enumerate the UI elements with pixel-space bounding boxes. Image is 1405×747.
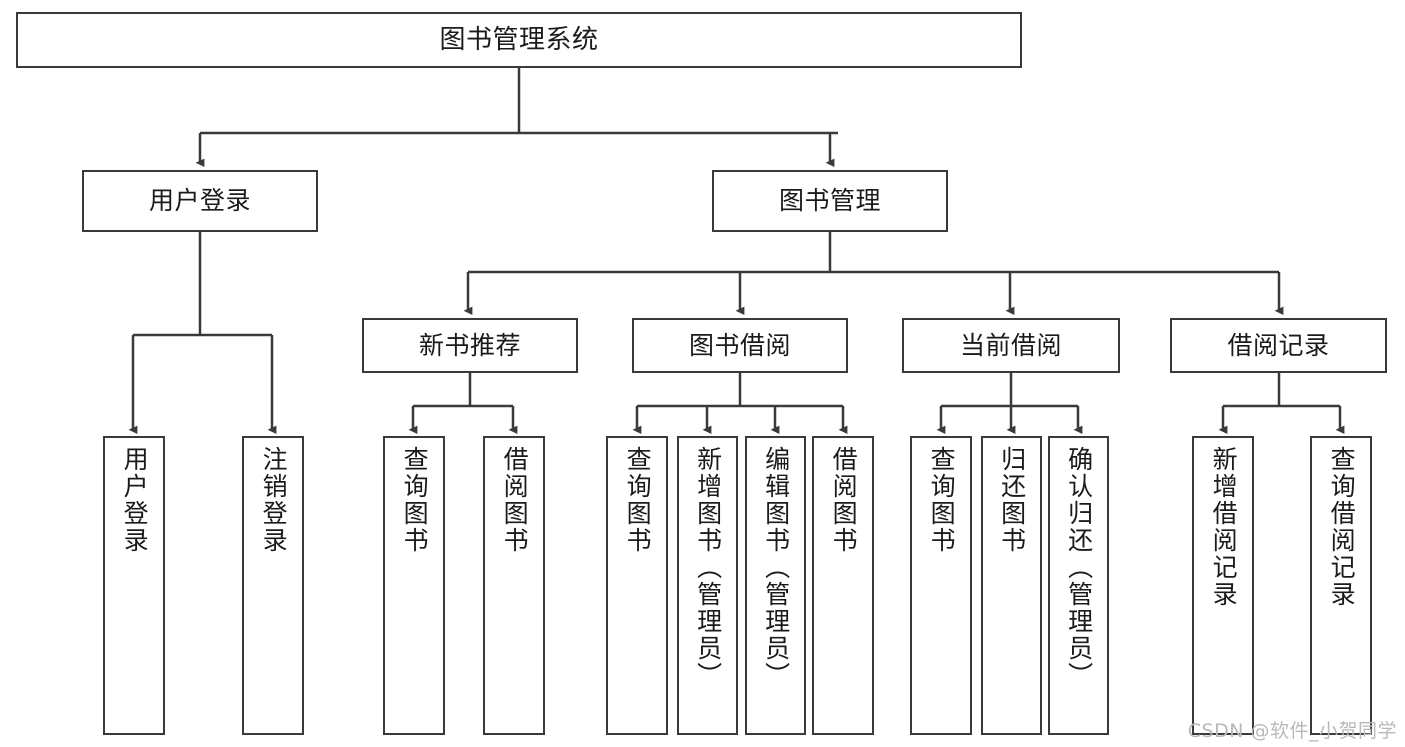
node-label: 查询图书 bbox=[400, 446, 430, 554]
node-label: 注销登录 bbox=[259, 446, 289, 554]
node-label: 图书管理 bbox=[778, 186, 881, 216]
leaf-borrow-record-query[interactable]: 查询借阅记录 bbox=[1310, 436, 1372, 735]
node-label: 查询图书 bbox=[623, 446, 653, 554]
node-label: 借阅记录 bbox=[1227, 330, 1330, 360]
node-label: 查询图书 bbox=[927, 446, 957, 554]
leaf-current-borrow-query[interactable]: 查询图书 bbox=[910, 436, 972, 735]
node-label: 确认归还（管理员） bbox=[1064, 446, 1094, 689]
leaf-user-login-logout[interactable]: 注销登录 bbox=[242, 436, 304, 735]
node-label: 新书推荐 bbox=[418, 330, 521, 360]
leaf-book-borrow-add[interactable]: 新增图书（管理员） bbox=[677, 436, 738, 735]
node-label: 图书借阅 bbox=[688, 330, 791, 360]
node-borrow-record[interactable]: 借阅记录 bbox=[1170, 318, 1387, 373]
node-label: 当前借阅 bbox=[959, 330, 1062, 360]
leaf-book-borrow-query[interactable]: 查询图书 bbox=[606, 436, 668, 735]
leaf-new-book-query[interactable]: 查询图书 bbox=[383, 436, 445, 735]
node-label: 查询借阅记录 bbox=[1327, 446, 1357, 608]
leaf-book-borrow-edit[interactable]: 编辑图书（管理员） bbox=[745, 436, 806, 735]
node-root-system[interactable]: 图书管理系统 bbox=[16, 12, 1022, 68]
node-label: 新增图书（管理员） bbox=[693, 446, 723, 689]
node-label: 编辑图书（管理员） bbox=[761, 446, 791, 689]
node-label: 借阅图书 bbox=[829, 446, 859, 554]
node-book-management[interactable]: 图书管理 bbox=[712, 170, 948, 232]
node-label: 新增借阅记录 bbox=[1209, 446, 1239, 608]
node-label: 借阅图书 bbox=[500, 446, 530, 554]
csdn-watermark: CSDN @软件_小贺同学 bbox=[1187, 720, 1397, 742]
node-label: 用户登录 bbox=[120, 446, 150, 554]
leaf-book-borrow-borrow[interactable]: 借阅图书 bbox=[812, 436, 874, 735]
leaf-user-login-login[interactable]: 用户登录 bbox=[103, 436, 165, 735]
node-label: 图书管理系统 bbox=[439, 24, 599, 55]
node-book-borrow[interactable]: 图书借阅 bbox=[632, 318, 848, 373]
node-label: 归还图书 bbox=[997, 446, 1027, 554]
leaf-current-borrow-confirm-return[interactable]: 确认归还（管理员） bbox=[1048, 436, 1109, 735]
node-label: 用户登录 bbox=[148, 186, 251, 216]
node-user-login[interactable]: 用户登录 bbox=[82, 170, 318, 232]
node-current-borrow[interactable]: 当前借阅 bbox=[902, 318, 1120, 373]
leaf-current-borrow-return[interactable]: 归还图书 bbox=[981, 436, 1042, 735]
node-new-book-recommend[interactable]: 新书推荐 bbox=[362, 318, 578, 373]
leaf-borrow-record-add[interactable]: 新增借阅记录 bbox=[1192, 436, 1254, 735]
leaf-new-book-borrow[interactable]: 借阅图书 bbox=[483, 436, 545, 735]
